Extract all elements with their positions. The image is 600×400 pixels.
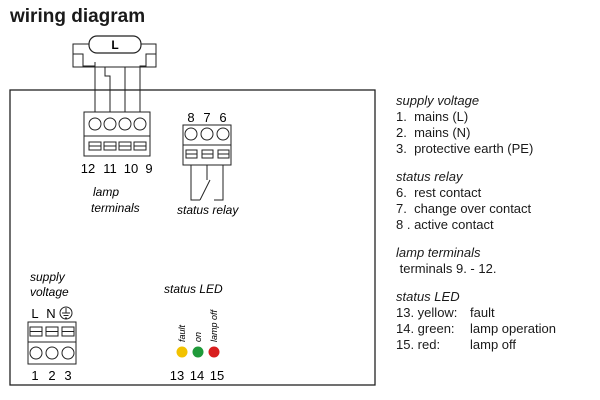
- led-green: [192, 346, 204, 358]
- legend-supply-heading: supply voltage: [396, 93, 480, 108]
- led-label-on: on: [193, 332, 203, 342]
- led-yellow: [176, 346, 188, 358]
- led-terminal-15: 15: [210, 368, 224, 383]
- supply-terminal-2: 2: [48, 368, 55, 383]
- legend-led-key: 13. yellow:: [396, 305, 458, 320]
- legend-lamp-item: terminals 9. - 12.: [396, 261, 497, 276]
- supply-terminal-3: 3: [64, 368, 71, 383]
- led-terminal-13: 13: [170, 368, 184, 383]
- relay-terminal-7: 7: [203, 110, 210, 125]
- legend-relay-heading: status relay: [396, 169, 463, 184]
- legend-led: status LED 13. yellow: fault 14. green: la…: [396, 289, 556, 353]
- legend-led-key: 14. green:: [396, 321, 455, 336]
- supply-caption-2: voltage: [30, 285, 69, 299]
- legend-led-value: lamp operation: [470, 321, 556, 336]
- legend-led-value: lamp off: [470, 337, 517, 352]
- legend-lamp: lamp terminals terminals 9. - 12.: [396, 245, 533, 277]
- terminal-11: 11: [103, 161, 117, 176]
- legend: supply voltage 1. mains (L) 2. mains (N)…: [396, 93, 556, 365]
- terminal-10: 10: [124, 161, 138, 176]
- lamp-symbol: L: [72, 35, 157, 68]
- supply-terminal-1: 1: [31, 368, 38, 383]
- supply-caption-1: supply: [30, 270, 66, 284]
- legend-led-value: fault: [470, 305, 495, 320]
- legend-led-heading: status LED: [396, 289, 460, 304]
- supply-symbol-l: L: [31, 306, 38, 321]
- status-led-caption: status LED: [164, 282, 223, 296]
- supply-terminal-block: [27, 321, 77, 365]
- led-label-fault: fault: [177, 324, 187, 342]
- lamp-terminal-block: [83, 111, 151, 157]
- lamp-terminals-caption-2: terminals: [91, 201, 140, 215]
- terminal-12: 12: [81, 161, 95, 176]
- legend-supply-item: 3. protective earth (PE): [396, 141, 534, 156]
- ground-icon: [59, 306, 73, 320]
- lamp-label: L: [111, 38, 118, 52]
- legend-led-item: 15. red: lamp off: [396, 337, 533, 353]
- status-relay-caption: status relay: [177, 203, 239, 217]
- relay-terminal-8: 8: [187, 110, 194, 125]
- legend-relay-item: 6. rest contact: [396, 185, 482, 200]
- device-enclosure: [9, 89, 376, 386]
- legend-supply-item: 1. mains (L): [396, 109, 469, 124]
- led-terminal-14: 14: [190, 368, 204, 383]
- diagram-title: wiring diagram: [10, 6, 146, 27]
- legend-lamp-heading: lamp terminals: [396, 245, 481, 260]
- legend-supply-item: 2. mains (N): [396, 125, 471, 140]
- status-relay-block: 8 7 6: [182, 110, 232, 201]
- legend-relay: status relay 6. rest contact 7. change o…: [396, 169, 533, 233]
- lamp-terminals-caption-1: lamp: [93, 185, 119, 199]
- legend-led-item: 14. green: lamp operation: [396, 321, 556, 337]
- legend-led-item: 13. yellow: fault: [396, 305, 533, 321]
- legend-supply: supply voltage 1. mains (L) 2. mains (N)…: [396, 93, 533, 157]
- lamp-wires: [73, 53, 156, 120]
- terminal-9: 9: [145, 161, 152, 176]
- legend-relay-item: 8 . active contact: [396, 217, 494, 232]
- relay-terminal-6: 6: [219, 110, 226, 125]
- supply-symbol-n: N: [46, 306, 55, 321]
- legend-relay-item: 7. change over contact: [396, 201, 532, 216]
- legend-led-key: 15. red:: [396, 337, 441, 352]
- led-red: [208, 346, 220, 358]
- led-label-lamp-off: lamp off: [209, 308, 219, 342]
